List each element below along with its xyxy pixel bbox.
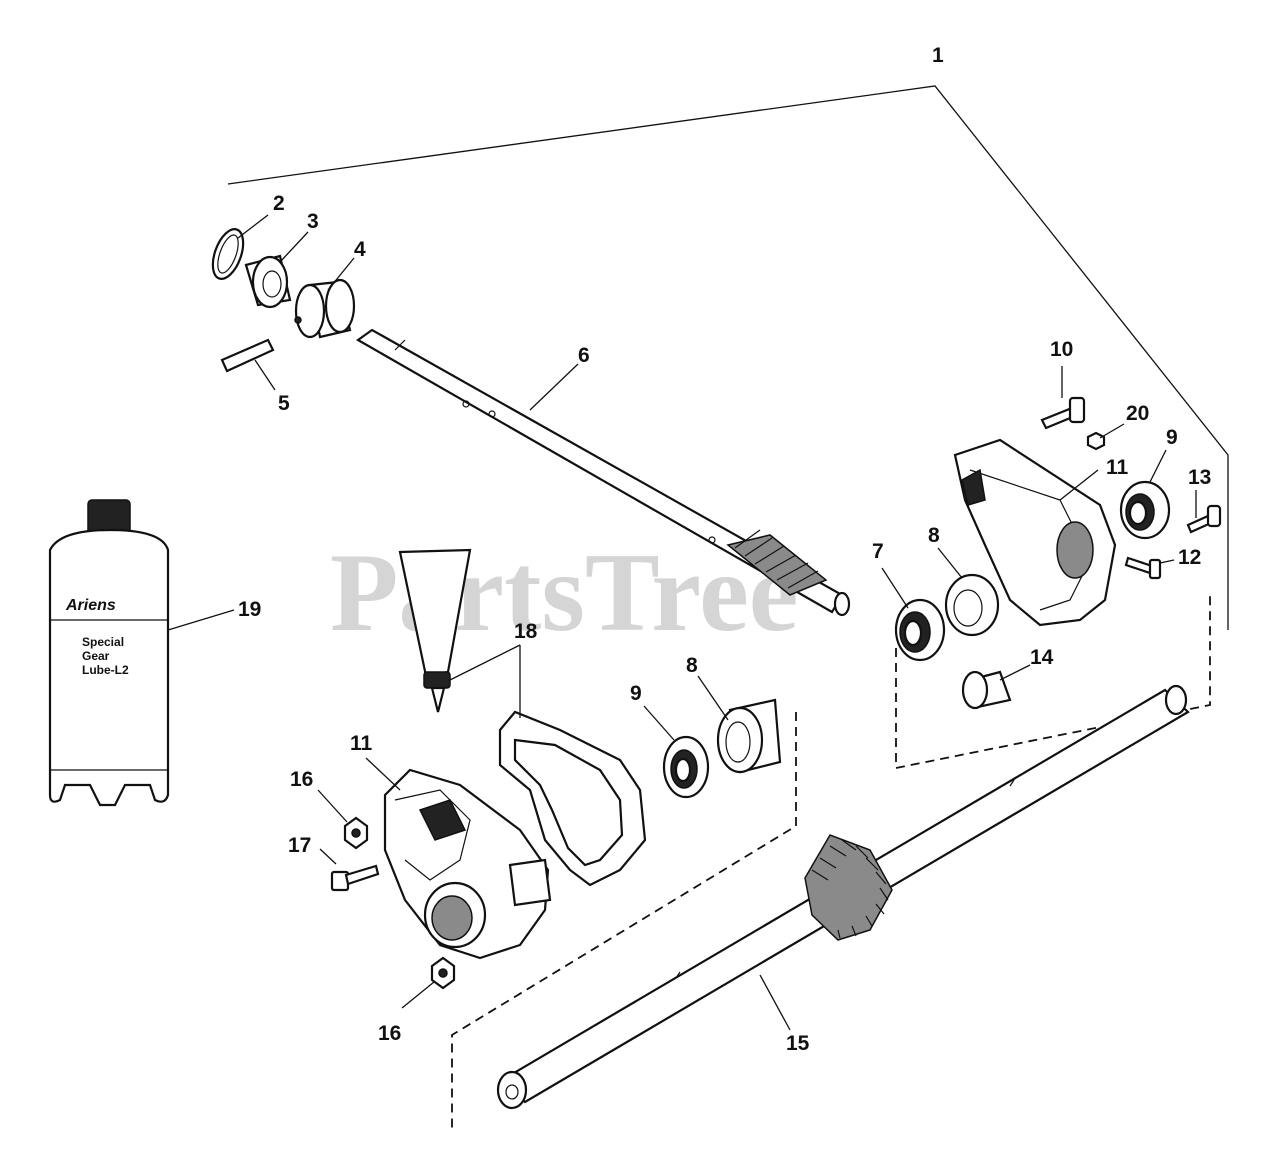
leader-lines	[167, 214, 1197, 1031]
flange-bushing-left	[716, 698, 782, 774]
bolt-17	[330, 864, 380, 892]
worm-threads	[726, 529, 828, 596]
flange-bearing	[244, 254, 292, 309]
callout-11-right: 11	[1106, 456, 1129, 479]
callout-5: 5	[278, 392, 290, 415]
bolt-13	[1186, 504, 1222, 534]
callout-19: 19	[238, 598, 261, 621]
bottle-brand: Ariens	[65, 597, 116, 614]
gasket	[498, 710, 647, 887]
callout-9-left: 9	[630, 682, 642, 705]
bushing	[961, 670, 1012, 710]
callout-8-left: 8	[686, 654, 698, 677]
callout-4: 4	[354, 238, 366, 261]
callout-7: 7	[872, 540, 884, 563]
callout-14: 14	[1030, 646, 1054, 669]
callout-15: 15	[786, 1032, 810, 1055]
right-dashed-box	[895, 592, 1211, 770]
bottle-line-2: Gear	[82, 649, 110, 663]
sealant-tube	[398, 548, 472, 713]
callout-3: 3	[307, 210, 319, 233]
bolt-10	[1040, 396, 1086, 430]
callout-11-left: 11	[350, 732, 373, 755]
retaining-ring	[211, 228, 245, 280]
callout-17: 17	[288, 834, 311, 857]
gear-case-right	[953, 438, 1117, 627]
flange-bushing-right	[944, 573, 1000, 637]
bearing-right	[1119, 480, 1171, 540]
screw-12	[1124, 556, 1162, 580]
seal	[894, 598, 946, 662]
callout-numbers: 1 2 3 4 5 6 7 8 8 9 9 10 11 11 12 13 14 …	[238, 44, 1211, 1055]
callout-9-right: 9	[1166, 426, 1178, 449]
bottle-line-1: Special	[82, 635, 124, 649]
nut-16-lower	[430, 956, 456, 990]
gear-case-left	[383, 768, 552, 960]
callout-18: 18	[514, 620, 538, 643]
worm-shaft	[355, 328, 851, 617]
callout-6: 6	[578, 344, 590, 367]
axle-gear	[804, 834, 893, 941]
callout-16-lower: 16	[378, 1022, 401, 1045]
callout-12: 12	[1178, 546, 1201, 569]
callout-20: 20	[1126, 402, 1149, 425]
bottom-dashed-box	[451, 712, 797, 1130]
assembly-bracket	[227, 85, 1229, 630]
bottle-line-3: Lube-L2	[82, 663, 129, 677]
bearing-left	[662, 735, 710, 799]
gear-lube-bottle	[48, 499, 170, 807]
callout-16-upper: 16	[290, 768, 313, 791]
key	[220, 338, 275, 373]
callout-2: 2	[273, 192, 285, 215]
callout-10: 10	[1050, 338, 1073, 361]
callout-13: 13	[1188, 466, 1211, 489]
nut-16-upper	[343, 816, 369, 850]
callout-1: 1	[932, 44, 944, 67]
collar	[294, 278, 356, 339]
callout-8-right: 8	[928, 524, 940, 547]
nut-20	[1086, 431, 1106, 451]
